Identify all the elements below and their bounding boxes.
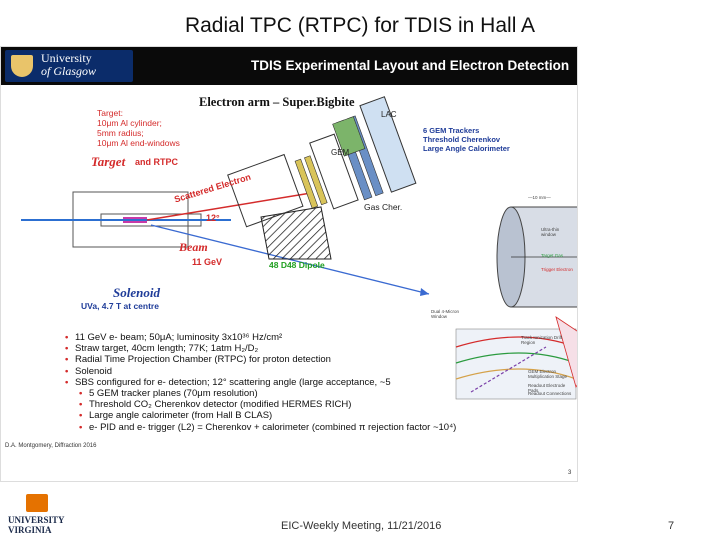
bullet-item: Threshold CO₂ Cherenkov detector (modifi… [65,399,456,410]
bullet-item: SBS configured for e- detection; 12° sca… [65,377,456,388]
rtpc-dim-label: —10 mm— [528,195,551,200]
detector-list-item: 6 GEM Trackers [423,126,480,135]
dipole-label: 48 D48 Dipole [269,260,325,270]
beam-energy-label: 11 GeV [192,257,223,267]
proton-track [470,346,547,393]
detector-list-item: Threshold Cherenkov [423,135,501,144]
rtpc-layer-green [455,352,577,364]
large-angle-calorimeter [359,96,417,193]
rtpc-drawing [455,206,577,400]
solenoid-label: Solenoid [113,285,160,300]
bullet-item: Large angle calorimeter (from Hall B CLA… [65,410,456,421]
rtpc-zoom-wedge [555,316,577,388]
target-label: Target [91,154,126,169]
slide-title: Radial TPC (RTPC) for TDIS in Hall A [184,14,536,37]
experiment-layout-diagram [21,96,577,400]
rtpc-label-thin-window: Ultra-thin window [541,227,560,237]
glasgow-logo-line1: University [41,51,92,65]
gas-cherenkov [309,133,359,210]
bullet-item: Straw target, 40cm length; 77K; 1atm H₂/… [65,343,456,354]
rtpc-label-connections: Readout Connections [528,391,572,396]
detector-stack [227,96,417,228]
detector-list-item: Large Angle Calorimeter [423,144,510,153]
cherenkov-mirror [332,116,366,157]
figure-credit: D.A. Montgomery, Diffraction 2016 [5,443,97,449]
target-desc-line: 10μm Al end-windows [97,138,180,148]
detector-list: 6 GEM Trackers Threshold Cherenkov Large… [423,126,510,153]
beam-label: Beam [179,240,208,254]
bullet-item: Solenoid [65,366,456,377]
bullet-item: 11 GeV e- beam; 50μA; luminosity 3x10³⁶ … [65,332,456,343]
uva-logo: UNIVERSITY VIRGINIA [8,515,65,535]
scattered-electron-ray [146,192,312,221]
target-description: Target: 10μm Al cylinder; 5mm radius; 10… [97,108,197,148]
target-desc-line: 5mm radius; [97,128,144,138]
rtpc-layer-gold [455,368,577,380]
pointer-arrowhead [420,288,429,296]
banner-title: TDIS Experimental Layout and Electron De… [251,58,570,73]
rtpc-label-window: Dual 4-Micron Window [431,309,460,319]
gem-label: GEM [331,148,350,157]
rtpc-label-gas: Target Gas [541,253,564,258]
uva-logo-line2: VIRGINIA [8,525,52,535]
target-desc-line: Target: [97,108,123,118]
uva-logo-line1: UNIVERSITY [8,515,65,525]
bullet-item: e- PID and e- trigger (L2) = Cherenkov +… [65,422,456,433]
glasgow-logo-line2: of Glasgow [41,64,97,78]
target-desc-line: 10μm Al cylinder; [97,118,162,128]
page-number: 7 [668,520,675,532]
bullet-item: 5 GEM tracker planes (70μm resolution) [65,388,456,399]
rtpc-label-pads: Readout Electrode Pads [528,383,566,393]
gem-plane-1 [294,158,319,209]
glasgow-crest-icon [11,55,33,77]
rtpc-label-trigger: Trigger Electron [541,267,573,272]
gas-cherenkov-label: Gas Cher. [364,202,403,212]
banner: University of Glasgow TDIS Experimental … [1,47,577,85]
rtpc-label: and RTPC [135,157,179,167]
lac-label: LAC [381,110,397,119]
embedded-figure-panel: University of Glasgow TDIS Experimental … [0,46,578,482]
scattering-angle-label: 12° [206,213,220,223]
magnet-yoke [227,153,304,228]
rtpc-label-drift: Track Ionization Drift Region [521,335,563,345]
solenoid-note: UVa, 4.7 T at centre [81,301,159,311]
bullet-item: Radial Time Projection Chamber (RTPC) fo… [65,354,456,365]
footer-meeting: EIC-Weekly Meeting, 11/21/2016 [281,520,442,532]
bullet-list: 11 GeV e- beam; 50μA; luminosity 3x10³⁶ … [65,332,456,433]
glasgow-logo: University of Glasgow [5,50,133,82]
electron-arm-title: Electron arm – Super.Bigbite [199,95,355,109]
gem-plane-2 [304,155,328,206]
uva-rotunda-icon [26,494,48,512]
figure-page-number: 3 [568,470,572,476]
rtpc-label-gem: GEM Electron Multiplication Stage [528,369,568,379]
dipole-magnet [260,206,332,260]
